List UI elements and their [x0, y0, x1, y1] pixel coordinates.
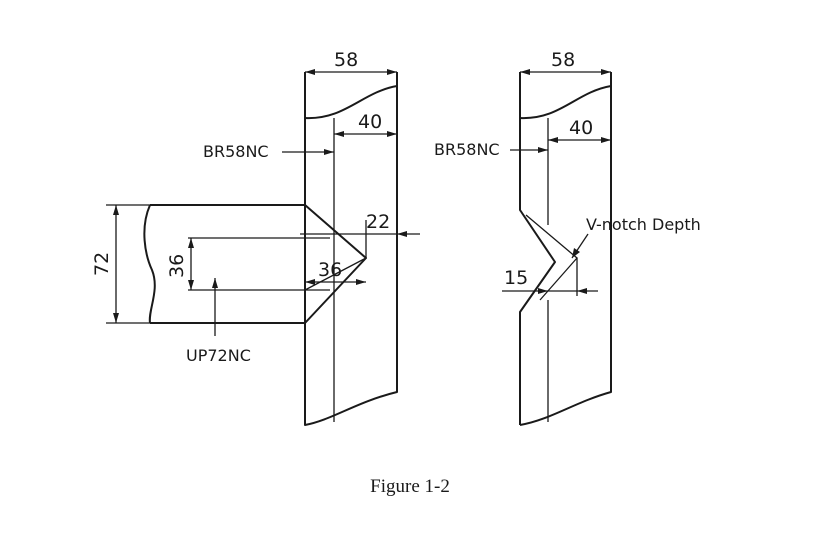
dim-36h-label: 36: [318, 259, 342, 281]
dim-72-arrow-bottom: [113, 313, 119, 323]
up72nc-label: UP72NC: [186, 346, 251, 365]
dim-40-arrow-right: [387, 131, 397, 137]
right-bar-outline-left: [519, 72, 556, 425]
r-br58nc-leader-arrow: [538, 147, 548, 153]
figure-caption: Figure 1-2: [370, 476, 450, 497]
r-dim-58-label: 58: [551, 49, 575, 71]
r-br58nc-label: BR58NC: [434, 140, 500, 159]
left-drawing: 58 40 BR58NC 22 36 72 36: [91, 49, 420, 426]
r-dim-40-label: 40: [569, 117, 593, 139]
dim-36v-arrow-top: [188, 238, 194, 248]
r-dim-58-arrow-right: [601, 69, 611, 75]
dim-36v-arrow-bottom: [188, 280, 194, 290]
dim-58-arrow-right: [387, 69, 397, 75]
dim-22-arrow-right: [397, 231, 407, 237]
dim-22-label: 22: [366, 211, 390, 233]
dim-58-arrow-left: [305, 69, 315, 75]
br58nc-leader-arrow: [324, 149, 334, 155]
dim-36v-label: 36: [166, 254, 188, 278]
dim-72-label: 72: [91, 252, 113, 276]
left-bar-break-top: [304, 85, 398, 120]
r-dim-58-arrow-left: [520, 69, 530, 75]
dim-40-arrow-left: [334, 131, 344, 137]
r-dim-40-arrow-right: [601, 137, 611, 143]
dim-15-label: 15: [504, 267, 528, 289]
right-bar-break-top: [519, 85, 612, 120]
right-drawing: 58 40 BR58NC V-notch Depth 15: [434, 49, 701, 426]
r-dim-40-arrow-left: [548, 137, 558, 143]
right-bar-outline-right: [519, 72, 612, 426]
dim-36h-arrow-right: [356, 279, 366, 285]
br58nc-label: BR58NC: [203, 142, 269, 161]
punch-tip-line: [304, 257, 367, 291]
v-notch-leader-arrow: [572, 248, 580, 258]
punch-break: [143, 204, 156, 324]
dim-36h-arrow-left: [305, 279, 315, 285]
v-notch-depth-label: V-notch Depth: [586, 215, 701, 234]
dim-58-label: 58: [334, 49, 358, 71]
up72nc-leader-arrow: [212, 278, 218, 288]
dim-40-label: 40: [358, 111, 382, 133]
dim-15-arrow-left: [538, 288, 548, 294]
dim-72-arrow-top: [113, 205, 119, 215]
dim-15-arrow-right: [577, 288, 587, 294]
left-bar-outline: [304, 72, 398, 426]
